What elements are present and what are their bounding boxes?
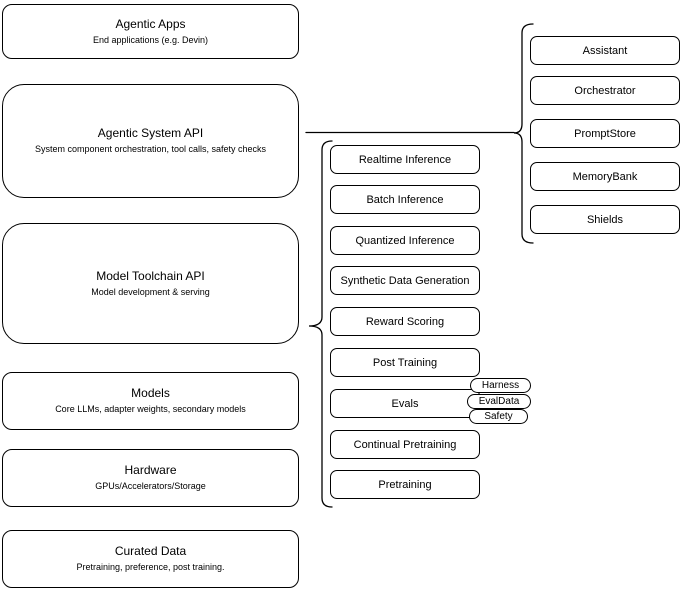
node-title: Hardware <box>124 463 177 477</box>
toolchain-brace <box>308 140 333 508</box>
tag-label: Safety <box>484 411 513 422</box>
node-pretraining: Pretraining <box>330 470 480 499</box>
node-curated-data: Curated Data Pretraining, preference, po… <box>2 530 299 588</box>
node-model-toolchain-api: Model Toolchain API Model development & … <box>2 223 299 344</box>
tag-label: Harness <box>481 380 520 391</box>
node-agentic-apps: Agentic Apps End applications (e.g. Devi… <box>2 4 299 59</box>
node-label: Batch Inference <box>366 193 444 206</box>
node-promptstore: PromptStore <box>530 119 680 148</box>
node-harness-tag: Harness <box>470 378 531 393</box>
node-label: Pretraining <box>378 478 432 491</box>
node-label: Post Training <box>372 356 438 369</box>
node-title: Agentic System API <box>97 126 204 140</box>
node-quantized-inference: Quantized Inference <box>330 226 480 255</box>
node-label: MemoryBank <box>572 170 638 183</box>
node-label: Realtime Inference <box>358 153 452 166</box>
node-title: Curated Data <box>114 544 187 558</box>
node-memorybank: MemoryBank <box>530 162 680 191</box>
node-subtitle: Core LLMs, adapter weights, secondary mo… <box>55 404 246 414</box>
node-label: PromptStore <box>574 127 636 140</box>
node-subtitle: Model development & serving <box>91 286 210 297</box>
node-safety-tag: Safety <box>469 409 528 424</box>
node-label: Evals <box>391 397 419 410</box>
node-continual-pretraining: Continual Pretraining <box>330 430 480 459</box>
node-label: Quantized Inference <box>355 234 455 247</box>
node-label: Assistant <box>582 44 628 57</box>
node-realtime-inference: Realtime Inference <box>330 145 480 174</box>
node-batch-inference: Batch Inference <box>330 185 480 214</box>
node-synthetic-data-generation: Synthetic Data Generation <box>330 266 480 295</box>
node-shields: Shields <box>530 205 680 234</box>
node-orchestrator: Orchestrator <box>530 76 680 105</box>
node-hardware: Hardware GPUs/Accelerators/Storage <box>2 449 299 507</box>
node-subtitle: GPUs/Accelerators/Storage <box>95 481 206 491</box>
node-subtitle: System component orchestration, tool cal… <box>34 144 267 154</box>
node-agentic-system-api: Agentic System API System component orch… <box>2 84 299 198</box>
node-label: Orchestrator <box>574 84 636 97</box>
node-label: Reward Scoring <box>365 315 445 328</box>
node-evaldata-tag: EvalData <box>467 394 531 409</box>
node-subtitle: End applications (e.g. Devin) <box>92 34 209 45</box>
node-title: Agentic Apps <box>115 16 186 31</box>
node-assistant: Assistant <box>530 36 680 65</box>
tag-label: EvalData <box>478 396 520 407</box>
node-subtitle: Pretraining, preference, post training. <box>76 562 225 572</box>
node-label: Shields <box>586 213 624 226</box>
node-label: Synthetic Data Generation <box>340 274 470 287</box>
node-reward-scoring: Reward Scoring <box>330 307 480 336</box>
node-evals: Evals <box>330 389 480 418</box>
node-title: Models <box>131 386 170 400</box>
node-title: Model Toolchain API <box>96 268 205 283</box>
node-models: Models Core LLMs, adapter weights, secon… <box>2 372 299 430</box>
node-post-training: Post Training <box>330 348 480 377</box>
node-label: Continual Pretraining <box>353 438 457 451</box>
